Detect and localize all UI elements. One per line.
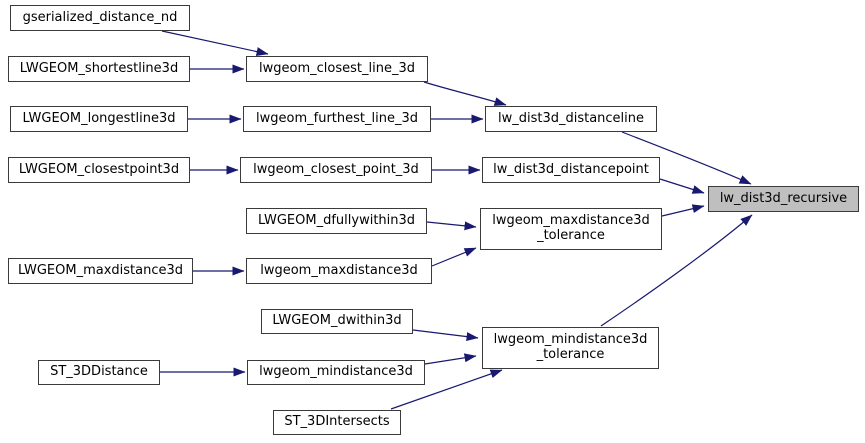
node-label: LWGEOM_dfullywithin3d	[257, 212, 416, 228]
node-label: lwgeom_closest_point_3d	[253, 161, 419, 177]
node-LWGEOM_dwithin3d[interactable]: LWGEOM_dwithin3d	[261, 309, 413, 334]
edge-lw_dist3d_distanceline-to-lw_dist3d_recursive	[621, 131, 752, 185]
edge-lwgeom_mindistance3d-to-lwgeom_mindistance3d_tolerance	[424, 353, 477, 365]
edge-lw_dist3d_distancepoint-to-lw_dist3d_recursive	[659, 178, 705, 194]
node-label: LWGEOM_dwithin3d	[272, 313, 402, 329]
node-label-line1: lwgeom_maxdistance3d	[492, 213, 650, 229]
node-label: lw_dist3d_distancepoint	[493, 161, 649, 177]
node-LWGEOM_dfullywithin3d[interactable]: LWGEOM_dfullywithin3d	[246, 208, 427, 234]
node-label: LWGEOM_maxdistance3d	[17, 262, 184, 278]
node-label: lwgeom_mindistance3d	[259, 364, 413, 380]
node-label: lwgeom_closest_line_3d	[259, 60, 415, 76]
node-label: LWGEOM_longestline3d	[22, 110, 176, 126]
node-label: lw_dist3d_recursive	[719, 190, 848, 206]
node-lwgeom_maxdistance3d_tolerance[interactable]: lwgeom_maxdistance3d _tolerance	[480, 208, 662, 250]
edge-LWGEOM_dwithin3d-to-lwgeom_mindistance3d_tolerance	[412, 329, 479, 342]
node-label: lwgeom_maxdistance3d	[260, 262, 418, 278]
node-lwgeom_closest_line_3d[interactable]: lwgeom_closest_line_3d	[246, 56, 428, 82]
edge-lwgeom_mindistance3d_tolerance-to-lw_dist3d_recursive	[600, 214, 753, 327]
node-lwgeom_mindistance3d[interactable]: lwgeom_mindistance3d	[247, 360, 425, 385]
node-label-line1: lwgeom_mindistance3d	[493, 332, 648, 348]
edge-lwgeom_maxdistance3d-to-lwgeom_maxdistance3d_tolerance	[431, 247, 477, 267]
node-ST_3DDistance[interactable]: ST_3DDistance	[38, 360, 160, 385]
edge-LWGEOM_dfullywithin3d-to-lwgeom_maxdistance3d_tolerance	[426, 221, 477, 231]
node-LWGEOM_longestline3d[interactable]: LWGEOM_longestline3d	[10, 106, 188, 132]
node-LWGEOM_shortestline3d[interactable]: LWGEOM_shortestline3d	[8, 56, 190, 82]
node-label: lw_dist3d_distanceline	[497, 110, 645, 126]
node-label: lwgeom_furthest_line_3d	[256, 110, 418, 126]
edge-lwgeom_closest_line_3d-to-lw_dist3d_distanceline	[423, 81, 507, 106]
edge-gserialized_distance_nd-to-lwgeom_closest_line_3d	[161, 30, 269, 56]
node-label-line2: _tolerance	[536, 347, 605, 362]
node-lwgeom_closest_point_3d[interactable]: lwgeom_closest_point_3d	[240, 157, 432, 183]
node-gserialized_distance_nd[interactable]: gserialized_distance_nd	[10, 5, 190, 31]
node-lwgeom_furthest_line_3d[interactable]: lwgeom_furthest_line_3d	[243, 106, 431, 132]
node-lw_dist3d_recursive: lw_dist3d_recursive	[708, 186, 859, 212]
node-label-line2: _tolerance	[537, 228, 605, 243]
node-ST_3DIntersects[interactable]: ST_3DIntersects	[273, 410, 401, 435]
edge-lwgeom_maxdistance3d_tolerance-to-lw_dist3d_recursive	[661, 204, 705, 217]
node-lwgeom_maxdistance3d[interactable]: lwgeom_maxdistance3d	[246, 258, 432, 284]
node-label: LWGEOM_shortestline3d	[19, 60, 179, 76]
node-lwgeom_mindistance3d_tolerance[interactable]: lwgeom_mindistance3d _tolerance	[482, 327, 659, 369]
node-LWGEOM_maxdistance3d[interactable]: LWGEOM_maxdistance3d	[8, 258, 193, 284]
node-LWGEOM_closestpoint3d[interactable]: LWGEOM_closestpoint3d	[8, 157, 190, 183]
edge-ST_3DIntersects-to-lwgeom_mindistance3d_tolerance	[390, 369, 503, 410]
node-label: gserialized_distance_nd	[22, 9, 178, 25]
node-lw_dist3d_distancepoint[interactable]: lw_dist3d_distancepoint	[482, 157, 660, 183]
node-lw_dist3d_distanceline[interactable]: lw_dist3d_distanceline	[485, 106, 657, 132]
node-label: LWGEOM_closestpoint3d	[18, 161, 180, 177]
node-label: ST_3DIntersects	[284, 414, 390, 430]
node-label: ST_3DDistance	[50, 364, 148, 380]
